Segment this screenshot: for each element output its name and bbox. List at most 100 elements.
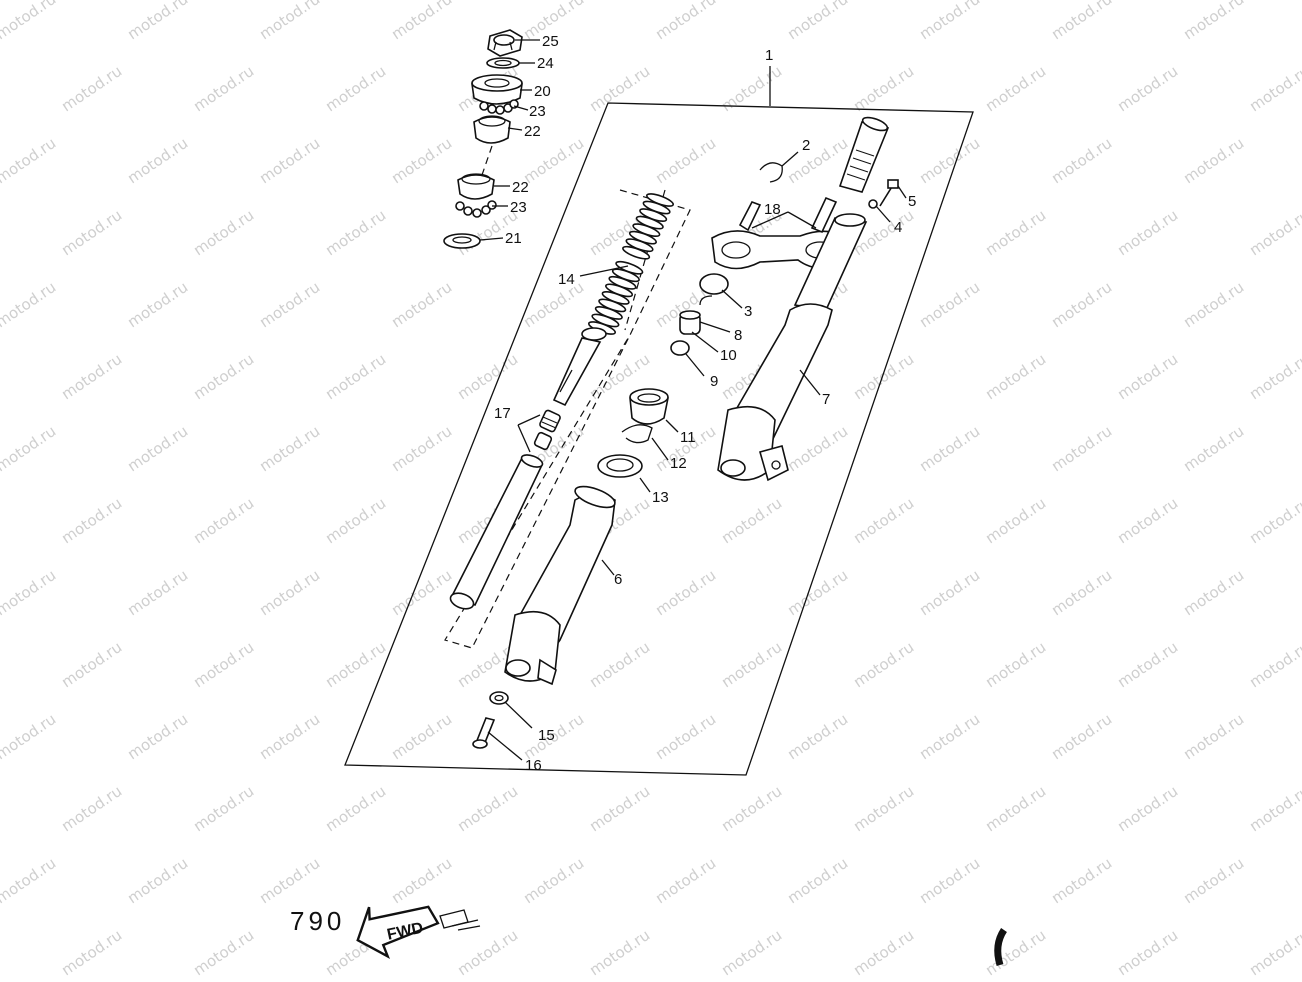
watermark-text: motod.ru (784, 422, 851, 475)
watermark-text: motod.ru (124, 278, 191, 331)
watermark-text: motod.ru (784, 566, 851, 619)
watermark-text: motod.ru (256, 0, 323, 43)
watermark-text: motod.ru (58, 62, 125, 115)
label-16: 16 (525, 757, 542, 774)
watermark-text: motod.ru (58, 206, 125, 259)
watermark-text: motod.ru (586, 926, 653, 977)
ball-bearings-23a (479, 99, 519, 115)
retaining-clip-12 (621, 424, 653, 444)
label-10: 10 (720, 347, 737, 364)
watermark-text: motod.ru (652, 710, 719, 763)
bolt-16 (472, 717, 496, 749)
watermark-text: motod.ru (982, 494, 1049, 547)
watermark-text: motod.ru (1246, 782, 1302, 835)
label-15: 15 (538, 727, 555, 744)
watermark-text: motod.ru (1180, 422, 1247, 475)
label-14: 14 (558, 271, 575, 288)
watermark-text: motod.ru (850, 62, 917, 115)
watermark-text: motod.ru (652, 0, 719, 43)
watermark-text: motod.ru (0, 566, 59, 619)
watermark-text: motod.ru (58, 350, 125, 403)
watermark-text: motod.ru (1048, 134, 1115, 187)
watermark-text: motod.ru (982, 782, 1049, 835)
page-edge-mark (994, 928, 1007, 967)
label-12: 12 (670, 455, 687, 472)
label-17: 17 (494, 405, 511, 422)
watermark-text: motod.ru (520, 854, 587, 907)
watermark-text: motod.ru (1048, 854, 1115, 907)
watermark-text: motod.ru (718, 926, 785, 977)
steering-axis-line (481, 145, 493, 176)
watermark-text: motod.ru (916, 566, 983, 619)
washer-15 (489, 691, 509, 705)
watermark-text: motod.ru (0, 278, 59, 331)
watermark-text: motod.ru (916, 710, 983, 763)
code-790: 790 (290, 906, 345, 936)
label-23a: 23 (529, 103, 546, 120)
watermark-text: motod.ru (1048, 422, 1115, 475)
watermark-text: motod.ru (124, 854, 191, 907)
watermark-text: motod.ru (982, 350, 1049, 403)
inner-tube (449, 454, 544, 610)
label-2: 2 (802, 137, 810, 154)
watermark-text: motod.ru (124, 566, 191, 619)
label-23b: 23 (510, 199, 527, 216)
label-6: 6 (614, 571, 622, 588)
watermark-text: motod.ru (586, 638, 653, 691)
watermark-text: motod.ru (0, 854, 59, 907)
watermark-text: motod.ru (1114, 638, 1181, 691)
watermark-text: motod.ru (982, 638, 1049, 691)
watermark-text: motod.ru (190, 926, 257, 977)
watermark-text: motod.ru (916, 0, 983, 43)
watermark-text: motod.ru (58, 494, 125, 547)
watermark-text: motod.ru (982, 62, 1049, 115)
watermark-text: motod.ru (982, 206, 1049, 259)
label-7: 7 (822, 391, 830, 408)
label-24: 24 (537, 55, 554, 72)
watermark-text: motod.ru (784, 854, 851, 907)
watermark-text: motod.ru (784, 710, 851, 763)
corner-code: 790 FWD (290, 905, 481, 959)
label-3: 3 (744, 303, 752, 320)
watermark-text: motod.ru (322, 206, 389, 259)
watermark-text: motod.ru (586, 62, 653, 115)
watermark-text: motod.ru (1180, 566, 1247, 619)
watermark-text: motod.ru (190, 206, 257, 259)
label-25: 25 (542, 33, 559, 50)
watermark-text: motod.ru (322, 782, 389, 835)
label-22a: 22 (524, 123, 541, 140)
watermark-text: motod.ru (1180, 854, 1247, 907)
watermark-text: motod.ru (718, 638, 785, 691)
upper-pipe (838, 116, 890, 193)
watermark-text: motod.ru (1246, 350, 1302, 403)
watermark-text: motod.ru (520, 278, 587, 331)
watermark-text: motod.ru (124, 134, 191, 187)
watermark-text: motod.ru (1180, 278, 1247, 331)
ball-race-22a (473, 115, 511, 144)
watermark-text: motod.ru (652, 566, 719, 619)
watermark-text: motod.ru (0, 134, 59, 187)
washer-4 (868, 199, 878, 209)
watermark-text: motod.ru (784, 0, 851, 43)
watermark-text: motod.ru (718, 494, 785, 547)
label-11: 11 (680, 429, 696, 446)
watermark-text: motod.ru (190, 350, 257, 403)
watermark-text: motod.ru (190, 638, 257, 691)
watermark-text: motod.ru (916, 422, 983, 475)
watermark-text: motod.ru (124, 710, 191, 763)
watermark-text: motod.ru (256, 854, 323, 907)
watermark-text: motod.ru (1246, 494, 1302, 547)
watermark-text: motod.ru (388, 566, 455, 619)
o-ring-9 (670, 340, 690, 356)
cap-8-10 (679, 310, 701, 335)
watermark-text: motod.ru (0, 710, 59, 763)
rebound-spring-17 (533, 409, 561, 451)
assembly-frame (344, 66, 974, 776)
dust-seal-13 (597, 454, 643, 478)
watermark-text: motod.ru (982, 926, 1049, 977)
label-5: 5 (908, 193, 916, 210)
watermark-text: motod.ru (850, 926, 917, 977)
